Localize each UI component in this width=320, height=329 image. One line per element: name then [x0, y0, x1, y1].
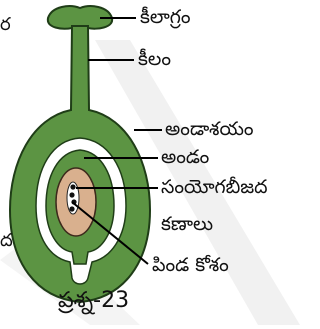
- edge-glyph-top: ర: [0, 16, 11, 34]
- nucleus: [70, 184, 75, 189]
- nucleus: [69, 206, 74, 211]
- label-fusion-nuclei-1: సంయోగబీజద: [161, 178, 268, 197]
- nucleus: [69, 192, 74, 197]
- label-embryo-sac: పిండ కోశం: [152, 256, 229, 275]
- label-ovule: అండం: [161, 148, 209, 167]
- label-fusion-nuclei-2: కణాలు: [161, 215, 213, 234]
- label-ovary: అండాశయం: [165, 120, 254, 139]
- label-stigma: కీలాగ్రం: [140, 8, 191, 27]
- label-style: కీలం: [138, 50, 171, 69]
- edge-glyph-bottom: ద: [0, 232, 13, 250]
- figure-caption: ప్రశ్న-23: [58, 290, 129, 312]
